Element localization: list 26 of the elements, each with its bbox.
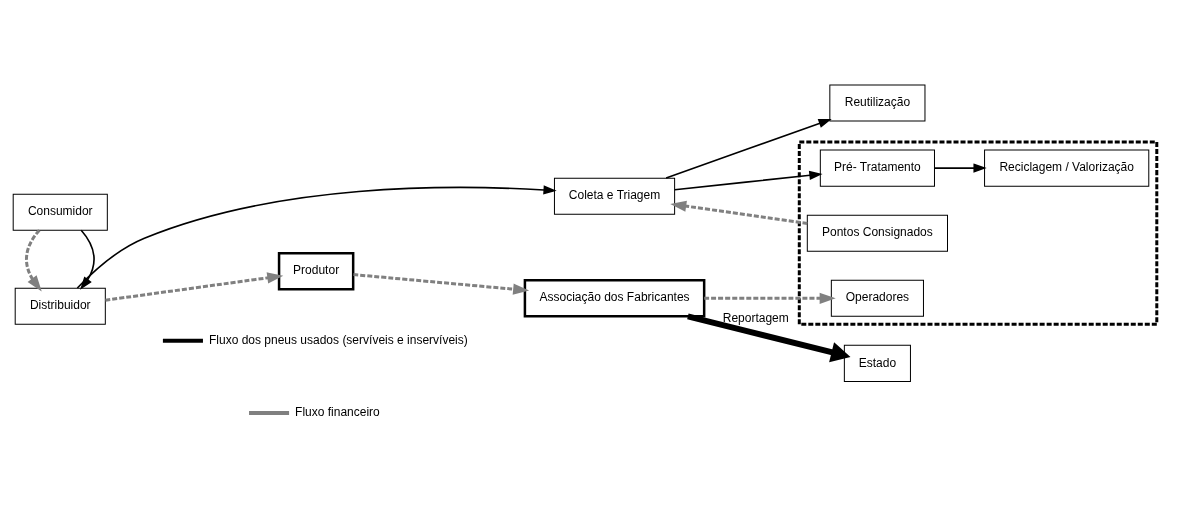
node-box: Estado — [843, 344, 911, 382]
node-box: Pontos Consignados — [806, 214, 948, 252]
node-box: Reciclagem / Valorização — [984, 149, 1150, 187]
arrow — [687, 313, 851, 363]
arrow — [105, 272, 284, 302]
node-box: Associação dos Fabricantes — [523, 279, 706, 318]
cluster — [797, 140, 1159, 326]
node-box: Reutilização — [829, 84, 926, 122]
arrow — [670, 200, 808, 225]
arrow — [704, 292, 836, 304]
arrow — [25, 229, 42, 292]
node-box: Operadores — [830, 279, 924, 317]
node-box: Distribuidor — [14, 287, 106, 325]
arrow — [665, 118, 832, 179]
legend-label: Fluxo dos pneus usados (servíveis e inservíveis) — [208, 332, 468, 347]
arrow — [80, 229, 95, 290]
arrow — [933, 163, 987, 173]
arrow — [76, 185, 557, 289]
node-box: Pré- Tratamento — [819, 149, 935, 187]
edge-label: Reportagem — [722, 310, 789, 325]
arrow — [353, 273, 530, 295]
node-box: Coleta e Triagem — [553, 177, 676, 215]
legend-label: Fluxo financeiro — [295, 405, 380, 420]
node-box: Produtor — [277, 252, 355, 291]
node-box: Consumidor — [12, 193, 108, 231]
arrow — [673, 170, 823, 191]
